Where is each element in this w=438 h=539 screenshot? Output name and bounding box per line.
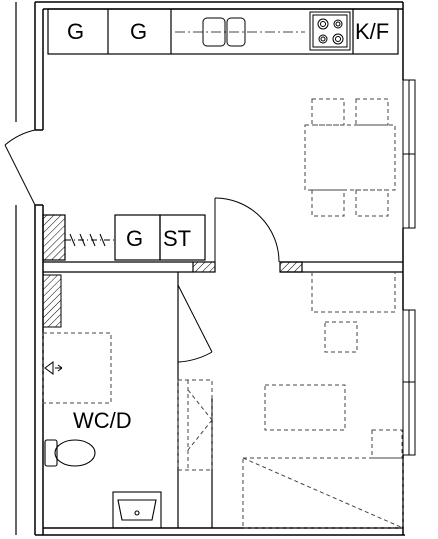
wall-column-right bbox=[279, 261, 303, 273]
hall-column bbox=[42, 214, 66, 261]
bed-diagonal bbox=[242, 457, 404, 529]
bathroom-walls bbox=[177, 272, 213, 528]
washbasin-icon bbox=[112, 491, 162, 529]
entry-door bbox=[4, 129, 36, 206]
bathroom-door bbox=[177, 284, 213, 363]
dresser bbox=[311, 272, 396, 313]
lower-room-furniture bbox=[242, 272, 404, 529]
wall-column-left bbox=[192, 261, 216, 273]
kitchen-cabinet-label-2: G bbox=[130, 19, 148, 44]
kitchen-sink-icon bbox=[202, 17, 246, 47]
nightstand bbox=[371, 429, 403, 459]
hall-cabinet-label: G bbox=[126, 226, 144, 251]
chair-top-left bbox=[311, 98, 345, 126]
kitchen-counter bbox=[47, 8, 399, 55]
hall-door bbox=[214, 197, 280, 263]
shower-area bbox=[42, 332, 112, 404]
bed bbox=[242, 457, 404, 529]
bedroom-wardrobe bbox=[177, 379, 213, 471]
desk bbox=[264, 384, 346, 431]
dining-table bbox=[304, 98, 396, 217]
bathroom-shaft bbox=[42, 274, 62, 328]
shower-drain-icon bbox=[44, 361, 63, 375]
chair-bottom-right bbox=[355, 189, 389, 217]
cooktop-icon bbox=[309, 11, 351, 51]
stove-fridge-label: K/F bbox=[355, 19, 390, 44]
bathroom-label: WC/D bbox=[73, 408, 132, 433]
window-upper bbox=[402, 79, 416, 229]
toilet-icon bbox=[44, 439, 96, 467]
window-lower bbox=[402, 309, 416, 456]
chair bbox=[324, 321, 358, 353]
chair-bottom-left bbox=[311, 189, 345, 217]
interior-partition bbox=[43, 261, 403, 273]
chair-top-right bbox=[355, 98, 389, 126]
outer-walls bbox=[34, 1, 405, 536]
wardrobe-rail bbox=[65, 233, 115, 247]
storage-label: ST bbox=[163, 226, 192, 251]
kitchen-cabinet-label-1: G bbox=[67, 19, 85, 44]
